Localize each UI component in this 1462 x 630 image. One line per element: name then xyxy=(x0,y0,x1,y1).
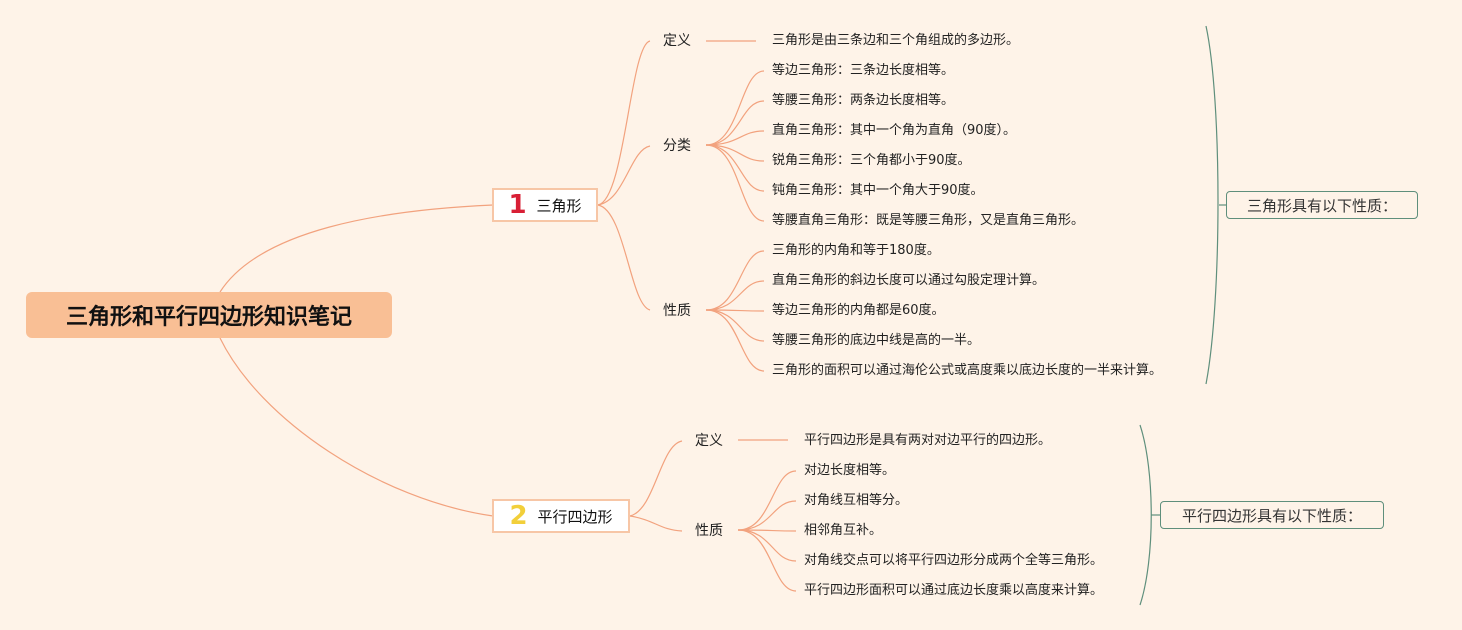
leaf-item[interactable]: 直角三角形：其中一个角为直角（90度）。 xyxy=(772,123,1017,138)
group-properties[interactable]: 性质 xyxy=(663,303,691,319)
leaf-item[interactable]: 相邻角互补。 xyxy=(804,523,883,538)
summary-label: 平行四边形具有以下性质： xyxy=(1181,506,1362,525)
leaf-item[interactable]: 等边三角形：三条边长度相等。 xyxy=(772,63,955,78)
leaf-item[interactable]: 对角线互相等分。 xyxy=(804,493,909,508)
number-1-icon: 1 xyxy=(508,190,527,220)
leaf-item[interactable]: 三角形的内角和等于180度。 xyxy=(772,243,940,258)
leaf-item[interactable]: 等腰直角三角形：既是等腰三角形，又是直角三角形。 xyxy=(772,213,1085,228)
leaf-item[interactable]: 三角形的面积可以通过海伦公式或高度乘以底边长度的一半来计算。 xyxy=(772,363,1163,378)
summary-label: 三角形具有以下性质： xyxy=(1246,196,1397,215)
group-definition[interactable]: 定义 xyxy=(695,433,723,449)
leaf-item[interactable]: 平行四边形面积可以通过底边长度乘以高度来计算。 xyxy=(804,583,1104,598)
leaf-item[interactable]: 平行四边形是具有两对对边平行的四边形。 xyxy=(804,433,1052,448)
group-definition[interactable]: 定义 xyxy=(663,33,691,49)
leaf-item[interactable]: 等腰三角形：两条边长度相等。 xyxy=(772,93,955,108)
topic-label: 平行四边形 xyxy=(537,507,613,526)
root-node[interactable]: 三角形和平行四边形知识笔记 xyxy=(26,292,392,338)
leaf-item[interactable]: 等边三角形的内角都是60度。 xyxy=(772,303,945,318)
group-properties[interactable]: 性质 xyxy=(695,523,723,539)
summary-bracket-1 xyxy=(1205,25,1219,385)
leaf-item[interactable]: 钝角三角形：其中一个角大于90度。 xyxy=(772,183,984,198)
topic-label: 三角形 xyxy=(536,196,582,215)
group-classification[interactable]: 分类 xyxy=(663,138,691,154)
topic-triangle[interactable]: 1 三角形 xyxy=(492,188,598,222)
summary-parallelogram[interactable]: 平行四边形具有以下性质： xyxy=(1160,501,1384,529)
root-title: 三角形和平行四边形知识笔记 xyxy=(65,305,352,330)
leaf-item[interactable]: 三角形是由三条边和三个角组成的多边形。 xyxy=(772,33,1020,48)
number-2-icon: 2 xyxy=(509,501,528,531)
leaf-item[interactable]: 对角线交点可以将平行四边形分成两个全等三角形。 xyxy=(804,553,1104,568)
summary-triangle[interactable]: 三角形具有以下性质： xyxy=(1226,191,1418,219)
leaf-item[interactable]: 等腰三角形的底边中线是高的一半。 xyxy=(772,333,981,348)
leaf-item[interactable]: 直角三角形的斜边长度可以通过勾股定理计算。 xyxy=(772,273,1046,288)
topic-parallelogram[interactable]: 2 平行四边形 xyxy=(492,499,630,533)
summary-bracket-2 xyxy=(1139,424,1152,606)
leaf-item[interactable]: 锐角三角形：三个角都小于90度。 xyxy=(772,153,971,168)
leaf-item[interactable]: 对边长度相等。 xyxy=(804,463,896,478)
